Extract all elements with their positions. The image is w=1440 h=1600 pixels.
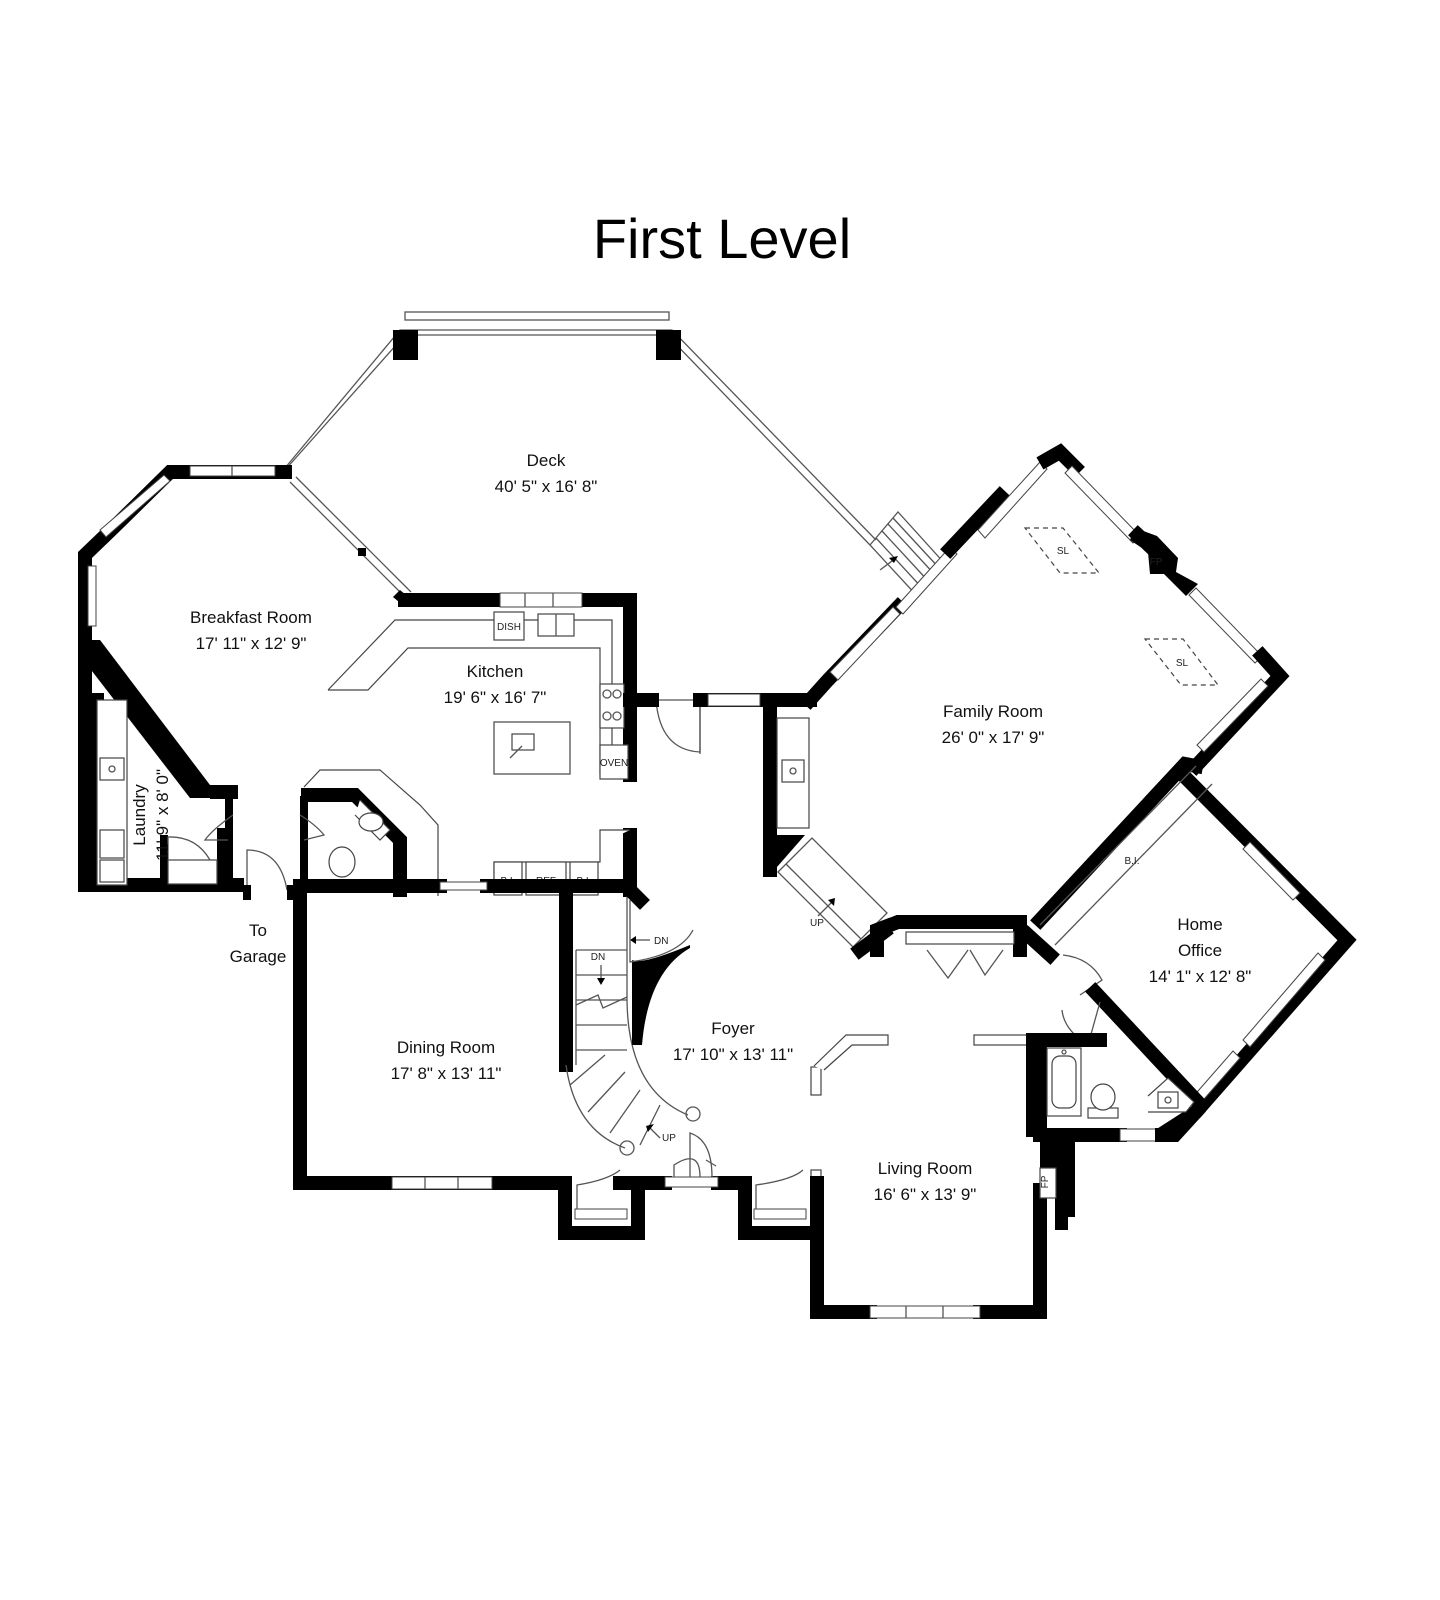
deck-dims: 40' 5" x 16' 8" [495,477,598,496]
hall-wall-upper [623,693,777,707]
office-dims: 14' 1" x 12' 8" [1149,967,1252,986]
dining-room [293,879,645,1240]
family-name: Family Room [943,702,1043,721]
svg-text:DN: DN [654,936,668,947]
office-line1: Home [1177,915,1222,934]
living-room: FP [810,1033,1068,1319]
breakfast-dims: 17' 11" x 12' 9" [196,634,307,653]
breakfast-room [78,465,412,892]
oven [599,744,629,780]
svg-text:DISH: DISH [497,622,521,633]
svg-text:UP: UP [810,918,824,929]
svg-text:UP: UP [662,1133,676,1144]
laundry-sink [99,757,125,781]
deck-name: Deck [527,451,566,470]
svg-text:OVEN: OVEN [600,758,628,769]
kitchen-dims: 19' 6" x 16' 7" [444,688,547,707]
garage-line2: Garage [230,947,287,966]
garage-door-zone [203,796,326,900]
breakfast-name: Breakfast Room [190,608,312,627]
dining-name: Dining Room [397,1038,495,1057]
washer [99,829,125,859]
laundry [78,693,244,892]
living-name: Living Room [878,1159,973,1178]
family-dims: 26' 0" x 17' 9" [942,728,1045,747]
kitchen: DISH OVEN B.I. REF B.I. [303,592,701,897]
dining-dims: 17' 8" x 13' 11" [391,1064,502,1083]
staircase: DN DN UP [559,876,701,1156]
garage-line1: To [249,921,267,940]
kitchen-name: Kitchen [467,662,524,681]
laundry-name: Laundry [130,784,149,846]
svg-text:SL: SL [1057,546,1070,557]
dryer [99,859,125,883]
dishwasher [493,611,525,641]
office-line2: Office [1178,941,1222,960]
foyer-dims: 17' 10" x 13' 11" [673,1045,793,1064]
svg-text:DN: DN [591,952,605,963]
deck [279,311,947,598]
living-dims: 16' 6" x 13' 9" [874,1185,977,1204]
plan-title: First Level [593,207,851,270]
svg-text:FP: FP [1150,557,1163,568]
laundry-dims: 11' 9" x 8' 0" [153,769,172,861]
room-labels: Deck 40' 5" x 16' 8" Breakfast Room 17' … [130,451,1251,1204]
svg-text:SL: SL [1176,658,1189,669]
foyer-name: Foyer [711,1019,755,1038]
cooktop [599,683,625,729]
family-room: FP SL SL UP [763,443,1290,980]
svg-text:B.I.: B.I. [1124,856,1139,867]
svg-text:FP: FP [1040,1175,1051,1188]
